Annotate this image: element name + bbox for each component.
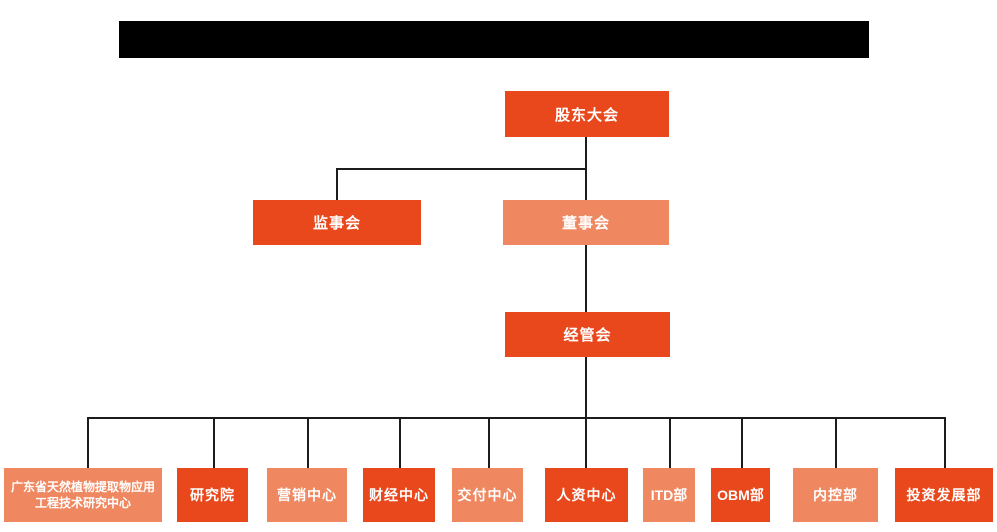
connector-dept-drop	[585, 417, 587, 468]
node-research-center-guangdong: 广东省天然植物提取物应用工程技术研究中心	[4, 468, 162, 522]
node-hr-center: 人资中心	[545, 468, 628, 522]
connector-dept-drop	[488, 417, 490, 468]
node-management-committee: 经管会	[505, 312, 670, 357]
connector-dept-drop	[944, 417, 946, 468]
connector-dept-drop	[399, 417, 401, 468]
connector-level2-horizontal	[336, 168, 587, 170]
node-finance-center: 财经中心	[363, 468, 435, 522]
connector-dept-drop	[669, 417, 671, 468]
connector-supervisory-drop	[336, 168, 338, 200]
node-internal-control-department: 内控部	[793, 468, 878, 522]
connector-dept-drop	[835, 417, 837, 468]
connector-management-down	[585, 357, 587, 417]
node-investment-development-department: 投资发展部	[895, 468, 993, 522]
node-shareholders-meeting: 股东大会	[505, 91, 669, 137]
connector-departments-horizontal	[87, 417, 946, 419]
connector-dept-drop	[213, 417, 215, 468]
node-board-of-directors: 董事会	[503, 200, 669, 245]
connector-dept-drop	[307, 417, 309, 468]
node-delivery-center: 交付中心	[452, 468, 523, 522]
node-marketing-center: 营销中心	[267, 468, 347, 522]
node-supervisory-board: 监事会	[253, 200, 421, 245]
node-research-institute: 研究院	[177, 468, 248, 522]
connector-dept-drop	[87, 417, 89, 468]
node-itd-department: ITD部	[643, 468, 695, 522]
node-obm-department: OBM部	[711, 468, 770, 522]
redacted-title-bar	[119, 21, 869, 58]
connector-dept-drop	[741, 417, 743, 468]
connector-board-to-management	[585, 245, 587, 312]
